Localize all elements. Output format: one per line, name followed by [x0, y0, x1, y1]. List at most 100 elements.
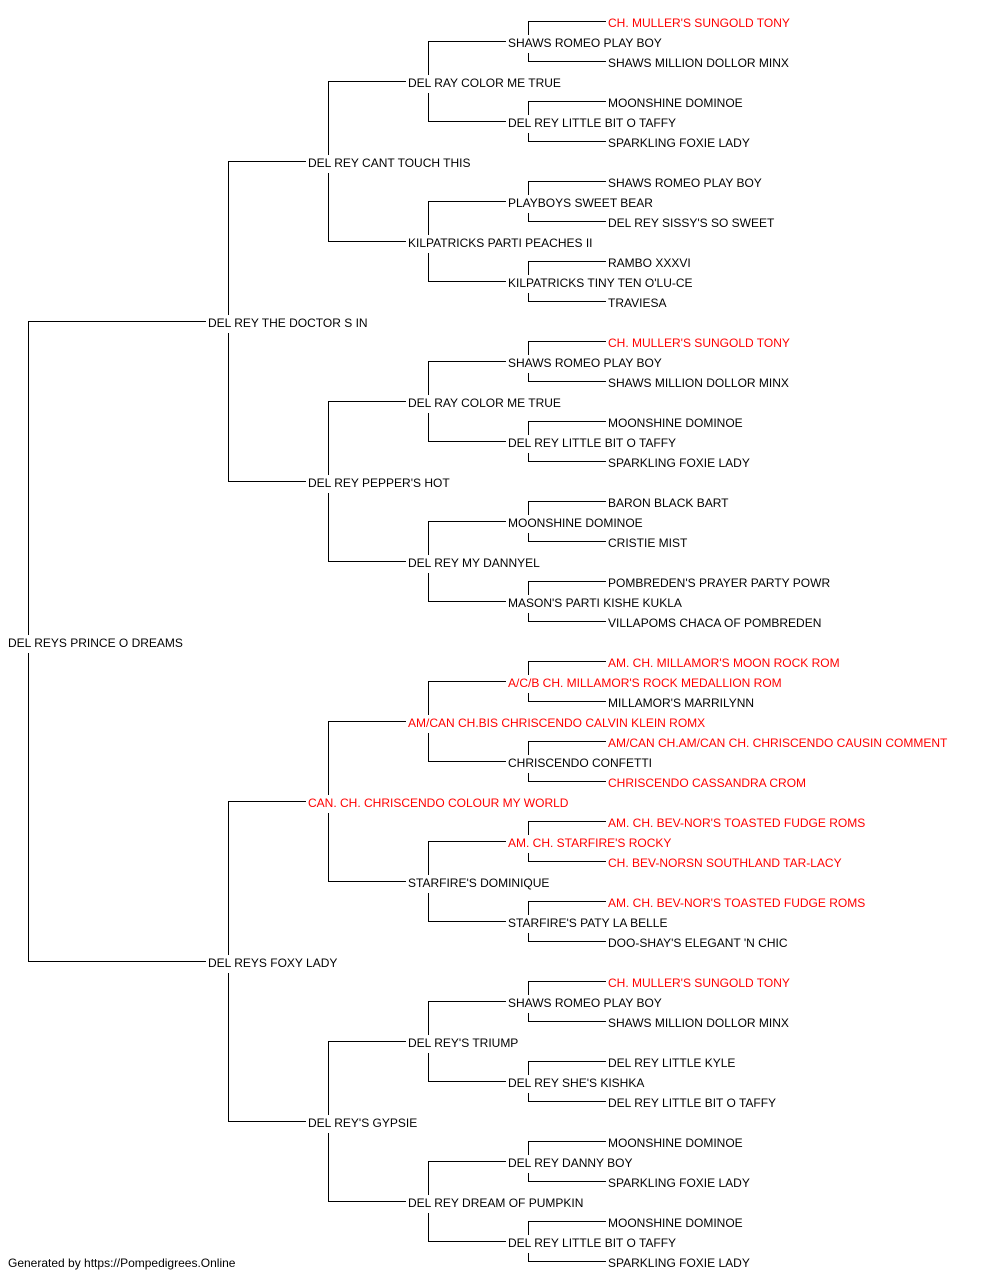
ancestor-name: A/C/B CH. MILLAMOR'S ROCK MEDALLION ROM: [508, 676, 782, 690]
dam-connector-line: [428, 1053, 506, 1082]
ancestor-name: CH. MULLER'S SUNGOLD TONY: [608, 976, 790, 990]
sire-connector-line: [528, 421, 606, 435]
ancestor-name: SHAWS ROMEO PLAY BOY: [508, 356, 662, 370]
ancestor-name: CHRISCENDO CASSANDRA CROM: [608, 776, 806, 790]
sire-connector-line: [528, 901, 606, 915]
ancestor-name: RAMBO XXXVI: [608, 256, 691, 270]
ancestor-name: DEL REY MY DANNYEL: [408, 556, 540, 570]
sire-connector-line: [528, 661, 606, 675]
ancestor-name: DEL REYS FOXY LADY: [208, 956, 337, 970]
sire-connector-line: [528, 981, 606, 995]
ancestor-name: DEL REY'S GYPSIE: [308, 1116, 417, 1130]
ancestor-name: STARFIRE'S PATY LA BELLE: [508, 916, 667, 930]
ancestor-name: DEL REY SISSY'S SO SWEET: [608, 216, 775, 230]
dam-connector-line: [428, 1213, 506, 1242]
ancestor-name: CHRISCENDO CONFETTI: [508, 756, 652, 770]
ancestor-name: SHAWS MILLION DOLLOR MINX: [608, 1016, 789, 1030]
ancestor-name: SHAWS ROMEO PLAY BOY: [608, 176, 762, 190]
dam-connector-line: [528, 533, 606, 542]
sire-connector-line: [528, 1221, 606, 1235]
ancestor-name: DEL REY DANNY BOY: [508, 1156, 633, 1170]
dam-connector-line: [328, 1133, 406, 1202]
sire-connector-line: [228, 801, 306, 955]
sire-connector-line: [428, 201, 506, 235]
dam-connector-line: [528, 613, 606, 622]
sire-connector-line: [528, 21, 606, 35]
dam-connector-line: [428, 733, 506, 762]
ancestor-name: BARON BLACK BART: [608, 496, 729, 510]
ancestor-name: AM/CAN CH.BIS CHRISCENDO CALVIN KLEIN RO…: [408, 716, 705, 730]
ancestor-name: DEL REY THE DOCTOR S IN: [208, 316, 368, 330]
dam-connector-line: [328, 173, 406, 242]
subject-dog-name: DEL REYS PRINCE O DREAMS: [8, 636, 183, 650]
ancestor-name: PLAYBOYS SWEET BEAR: [508, 196, 653, 210]
dam-connector-line: [228, 333, 306, 482]
ancestor-name: SHAWS MILLION DOLLOR MINX: [608, 56, 789, 70]
sire-connector-line: [428, 41, 506, 75]
dam-connector-line: [528, 53, 606, 62]
dam-connector-line: [428, 253, 506, 282]
sire-connector-line: [528, 501, 606, 515]
sire-connector-line: [328, 401, 406, 475]
sire-connector-line: [328, 81, 406, 155]
sire-connector-line: [428, 521, 506, 555]
ancestor-name: DEL REY LITTLE BIT O TAFFY: [608, 1096, 776, 1110]
ancestor-name: SPARKLING FOXIE LADY: [608, 1256, 750, 1270]
dam-connector-line: [328, 813, 406, 882]
sire-connector-line: [528, 261, 606, 275]
sire-connector-line: [528, 821, 606, 835]
dam-connector-line: [28, 653, 206, 962]
dam-connector-line: [328, 493, 406, 562]
sire-connector-line: [228, 161, 306, 315]
ancestor-name: AM. CH. BEV-NOR'S TOASTED FUDGE ROMS: [608, 816, 865, 830]
dam-connector-line: [528, 133, 606, 142]
ancestor-name: MOONSHINE DOMINOE: [608, 1136, 743, 1150]
ancestor-name: AM/CAN CH.AM/CAN CH. CHRISCENDO CAUSIN C…: [608, 736, 948, 750]
sire-connector-line: [528, 181, 606, 195]
sire-connector-line: [428, 841, 506, 875]
ancestor-name: CH. BEV-NORSN SOUTHLAND TAR-LACY: [608, 856, 842, 870]
dam-connector-line: [528, 453, 606, 462]
dam-connector-line: [428, 93, 506, 122]
ancestor-name: DEL RAY COLOR ME TRUE: [408, 396, 561, 410]
ancestor-name: MOONSHINE DOMINOE: [608, 416, 743, 430]
ancestor-name: DEL REY LITTLE BIT O TAFFY: [508, 116, 676, 130]
sire-connector-line: [428, 361, 506, 395]
dam-connector-line: [428, 413, 506, 442]
dam-connector-line: [528, 773, 606, 782]
sire-connector-line: [328, 721, 406, 795]
dam-connector-line: [528, 373, 606, 382]
ancestor-name: CH. MULLER'S SUNGOLD TONY: [608, 336, 790, 350]
ancestor-name: DEL RAY COLOR ME TRUE: [408, 76, 561, 90]
ancestor-name: SPARKLING FOXIE LADY: [608, 136, 750, 150]
ancestor-name: KILPATRICKS PARTI PEACHES II: [408, 236, 593, 250]
sire-connector-line: [528, 101, 606, 115]
sire-connector-line: [528, 1141, 606, 1155]
ancestor-name: AM. CH. STARFIRE'S ROCKY: [508, 836, 671, 850]
ancestor-name: SHAWS ROMEO PLAY BOY: [508, 996, 662, 1010]
dam-connector-line: [428, 573, 506, 602]
dam-connector-line: [228, 973, 306, 1122]
sire-connector-line: [428, 1161, 506, 1195]
ancestor-name: CRISTIE MIST: [608, 536, 688, 550]
dam-connector-line: [528, 1173, 606, 1182]
dam-connector-line: [528, 1093, 606, 1102]
ancestor-name: DEL REY CANT TOUCH THIS: [308, 156, 471, 170]
generated-by-footer: Generated by https://Pompedigrees.Online: [8, 1256, 236, 1270]
ancestor-name: SHAWS ROMEO PLAY BOY: [508, 36, 662, 50]
dam-connector-line: [528, 933, 606, 942]
ancestor-name: MOONSHINE DOMINOE: [608, 96, 743, 110]
ancestor-name: MOONSHINE DOMINOE: [608, 1216, 743, 1230]
ancestor-name: DEL REY PEPPER'S HOT: [308, 476, 450, 490]
ancestor-name: DEL REY'S TRIUMP: [408, 1036, 518, 1050]
ancestor-name: STARFIRE'S DOMINIQUE: [408, 876, 549, 890]
sire-connector-line: [328, 1041, 406, 1115]
dam-connector-line: [528, 293, 606, 302]
ancestor-name: DOO-SHAY'S ELEGANT 'N CHIC: [608, 936, 788, 950]
sire-connector-line: [528, 741, 606, 755]
dam-connector-line: [528, 853, 606, 862]
ancestor-name: MASON'S PARTI KISHE KUKLA: [508, 596, 682, 610]
sire-connector-line: [28, 321, 206, 635]
ancestor-name: KILPATRICKS TINY TEN O'LU-CE: [508, 276, 693, 290]
